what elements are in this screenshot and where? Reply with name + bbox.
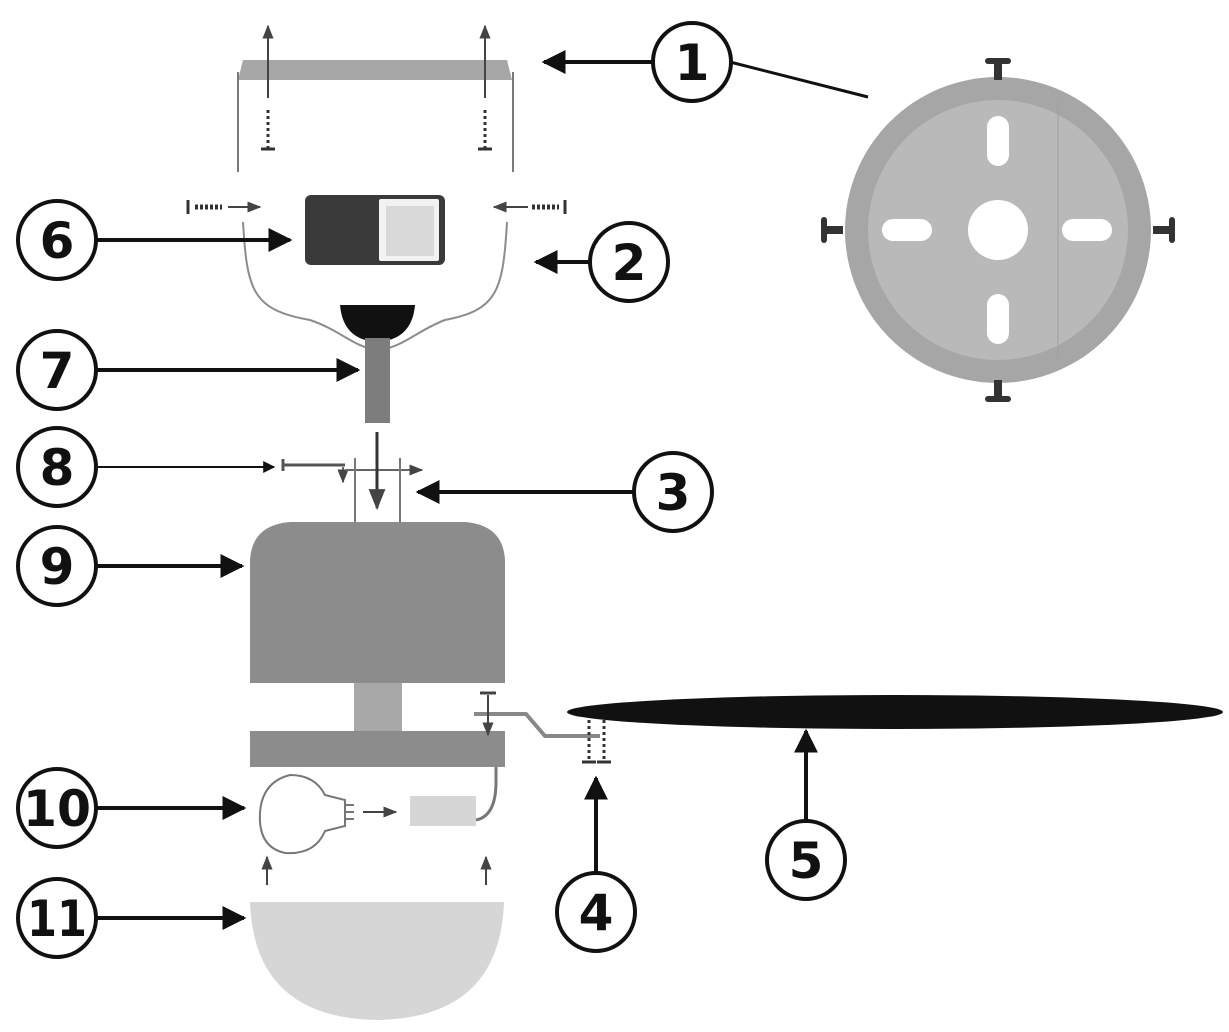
callout-number: 8 (40, 439, 75, 497)
callout-7: 7 (16, 329, 361, 411)
plate-screws (261, 110, 492, 151)
light-bulb (258, 773, 398, 855)
plate-up-arrows (262, 24, 491, 98)
callout-number: 4 (579, 884, 614, 942)
light-socket (410, 767, 498, 826)
wiring-connector (305, 195, 445, 265)
callout-number: 5 (789, 832, 824, 890)
callout-number: 7 (40, 342, 75, 400)
mounting-plate-side (237, 60, 514, 172)
motor-yoke (354, 432, 401, 525)
callout-5: 5 (765, 728, 847, 901)
callout-11: 11 (16, 877, 247, 959)
callout-10: 10 (16, 767, 247, 849)
callout-3: 3 (415, 451, 714, 533)
callout-number: 11 (27, 890, 87, 948)
callout-number: 3 (656, 464, 691, 522)
callout-2: 2 (533, 221, 670, 303)
callout-number: 1 (675, 34, 710, 92)
fan-blade (567, 695, 1223, 729)
callout-6: 6 (16, 199, 293, 281)
downrod (340, 305, 415, 423)
callout-8: 8 (16, 426, 276, 508)
callout-number: 9 (40, 538, 75, 596)
callout-4: 4 (555, 775, 637, 953)
motor-housing (250, 522, 505, 767)
blade-bracket (474, 691, 611, 764)
callout-9: 9 (16, 525, 245, 607)
callout-number: 2 (612, 234, 647, 292)
glass-shade (250, 855, 504, 1020)
mounting-plate-top-view (821, 58, 1175, 402)
canopy-side-screws (186, 200, 567, 214)
callout-1: 1 (541, 21, 869, 103)
callout-number: 10 (23, 780, 91, 838)
cross-pin (281, 459, 424, 484)
callout-number: 6 (40, 212, 75, 270)
